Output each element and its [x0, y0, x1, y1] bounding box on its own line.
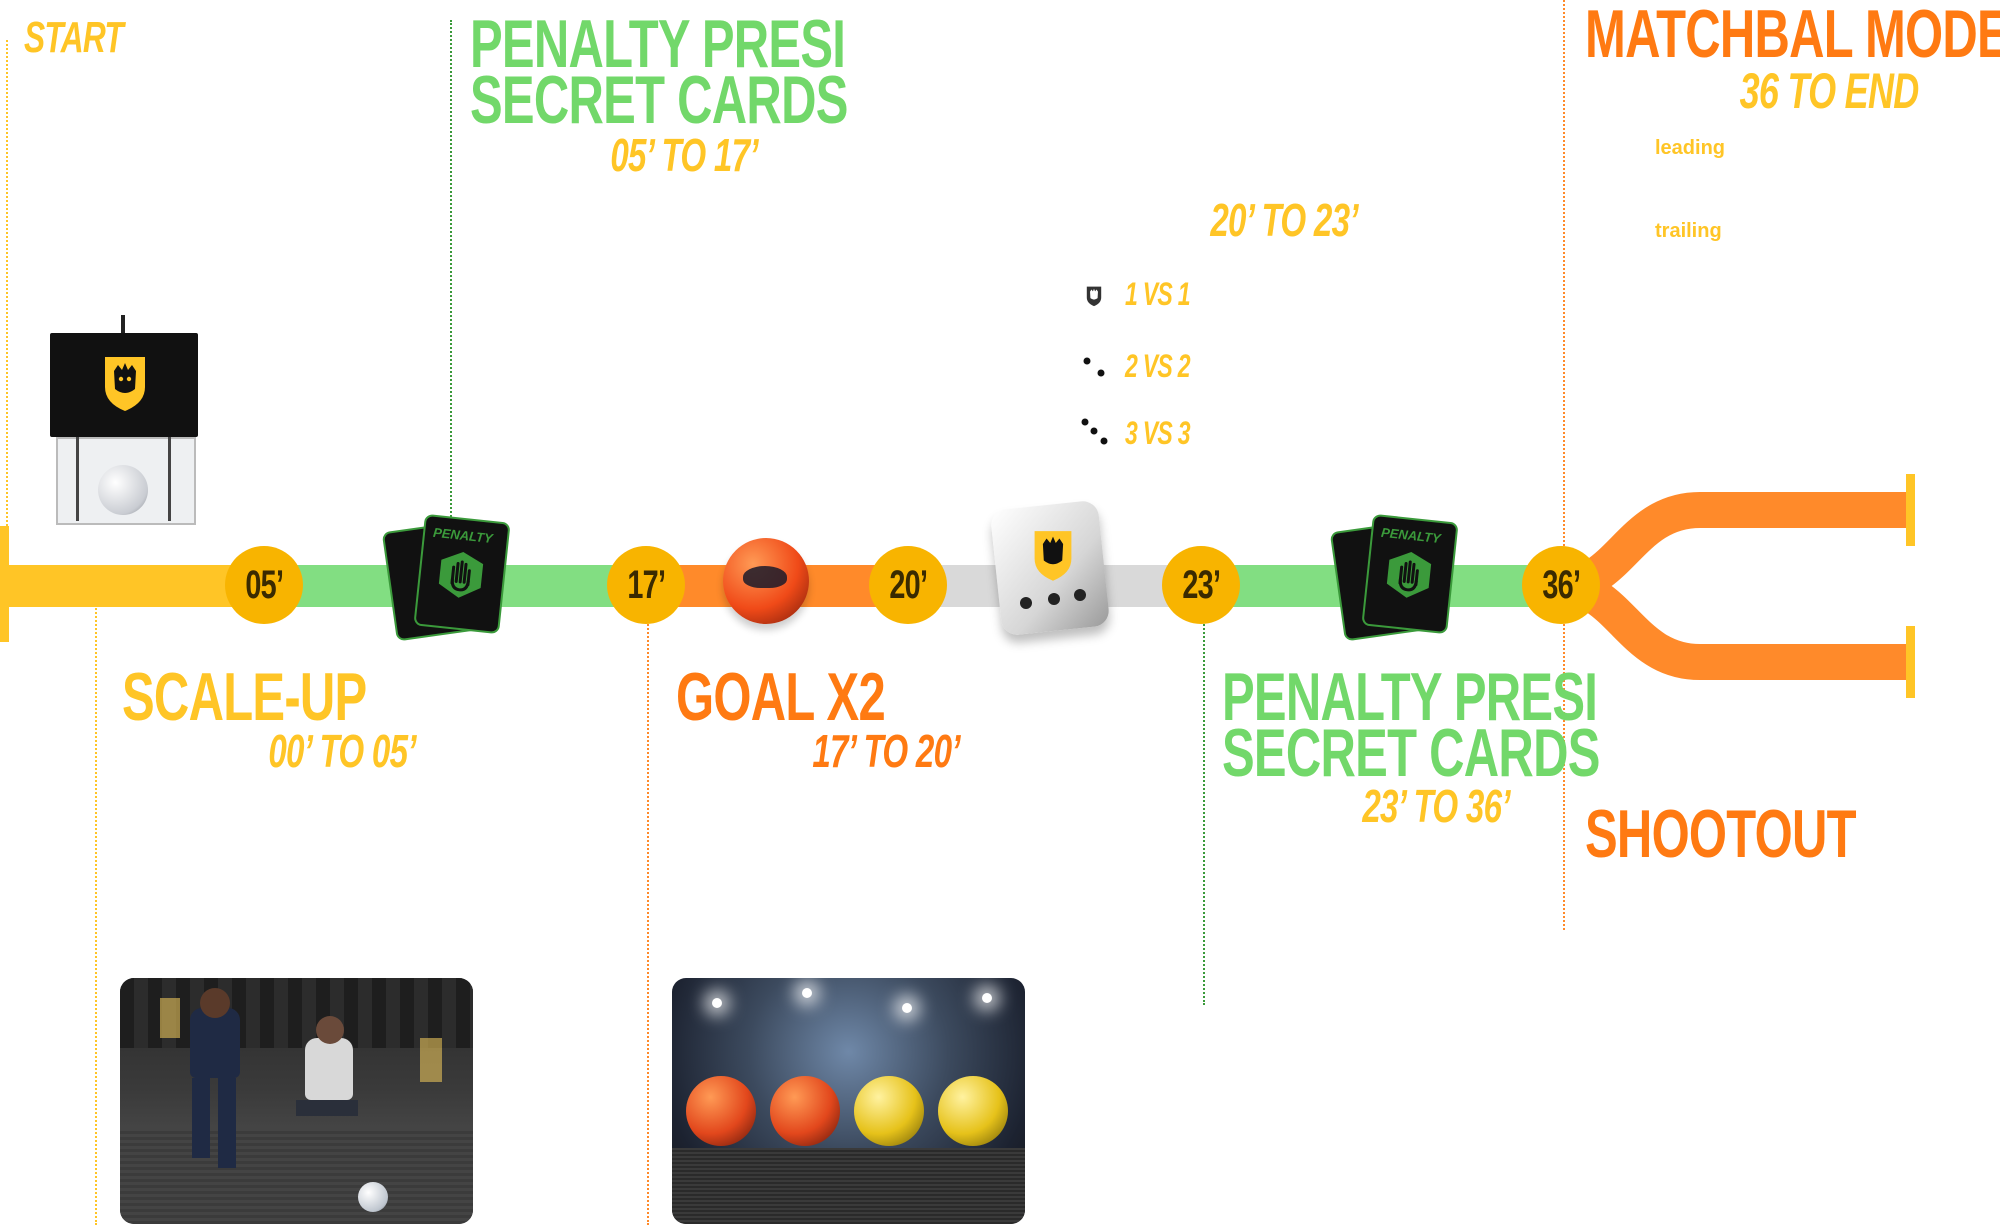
hand-stop-icon [1386, 552, 1432, 598]
players-action-photo [120, 978, 473, 1224]
penalty2-title-line1: PENALTY PRESI [1222, 659, 1598, 735]
marker-36: 36’ [1522, 546, 1600, 624]
dice-option-3-label: 3 VS 3 [1125, 415, 1191, 451]
penalty1-guide-line [450, 20, 452, 520]
penalty-cards-1: PENALTY [381, 513, 515, 642]
ball-icon [770, 1076, 840, 1146]
matchbal-title: MATCHBAL MODE [1585, 0, 2000, 72]
goal-guide-line [647, 605, 649, 1225]
dice-option-2-label: 2 VS 2 [1125, 348, 1191, 384]
penalty2-guide-line [1203, 605, 1205, 1005]
ball-icon [358, 1182, 388, 1212]
matchbal-time: 36 TO END [1739, 63, 1919, 119]
dice-icon [989, 499, 1111, 637]
shootout-fork [1560, 474, 1915, 698]
matchbal-guide-line [1563, 0, 1565, 930]
ball-icon [854, 1076, 924, 1146]
start-label: START [24, 13, 124, 62]
goal-title: GOAL X2 [676, 659, 886, 735]
marker-23: 23’ [1162, 546, 1240, 624]
start-guide-line [6, 40, 8, 530]
penalty1-time: 05’ TO 17’ [610, 129, 759, 181]
two-dots-icon [1083, 357, 1105, 377]
scale-up-title: SCALE-UP [122, 659, 367, 735]
scale-up-time: 00’ TO 05’ [268, 725, 417, 777]
start-cap [0, 526, 9, 642]
shootout-title: SHOOTOUT [1585, 796, 1857, 872]
dice-option-1-label: 1 VS 1 [1125, 276, 1191, 312]
penalty-cards-2: PENALTY [1329, 513, 1463, 642]
marker-20: 20’ [869, 546, 947, 624]
hand-stop-icon [438, 552, 484, 598]
scale-up-guide-line [95, 605, 97, 1225]
ball-dispenser-machine [50, 315, 198, 525]
goal-time: 17’ TO 20’ [812, 725, 961, 777]
dice-time: 20’ TO 23’ [1210, 194, 1359, 246]
king-logo-icon [1086, 286, 1102, 307]
ball-icon [686, 1076, 756, 1146]
card-label: PENALTY [1380, 524, 1442, 546]
penalty2-title-line2: SECRET CARDS [1222, 715, 1600, 791]
marker-17: 17’ [607, 546, 685, 624]
ball-icon [98, 465, 148, 515]
king-logo-icon [105, 357, 145, 411]
matchbal-trailing: trailing [1655, 220, 1722, 242]
penalty1-title-line1: PENALTY PRESI [470, 6, 846, 82]
penalty1-title-line2: SECRET CARDS [470, 62, 848, 138]
match-balls-photo [672, 978, 1025, 1224]
three-dots-icon [1081, 418, 1108, 445]
marker-05: 05’ [225, 546, 303, 624]
ball-icon [938, 1076, 1008, 1146]
card-label: PENALTY [432, 524, 494, 546]
penalty2-time: 23’ TO 36’ [1362, 780, 1511, 832]
match-ball-orange-icon [723, 538, 809, 624]
timeline-segment-scale-up [9, 565, 264, 607]
matchbal-leading: leading [1655, 137, 1726, 159]
